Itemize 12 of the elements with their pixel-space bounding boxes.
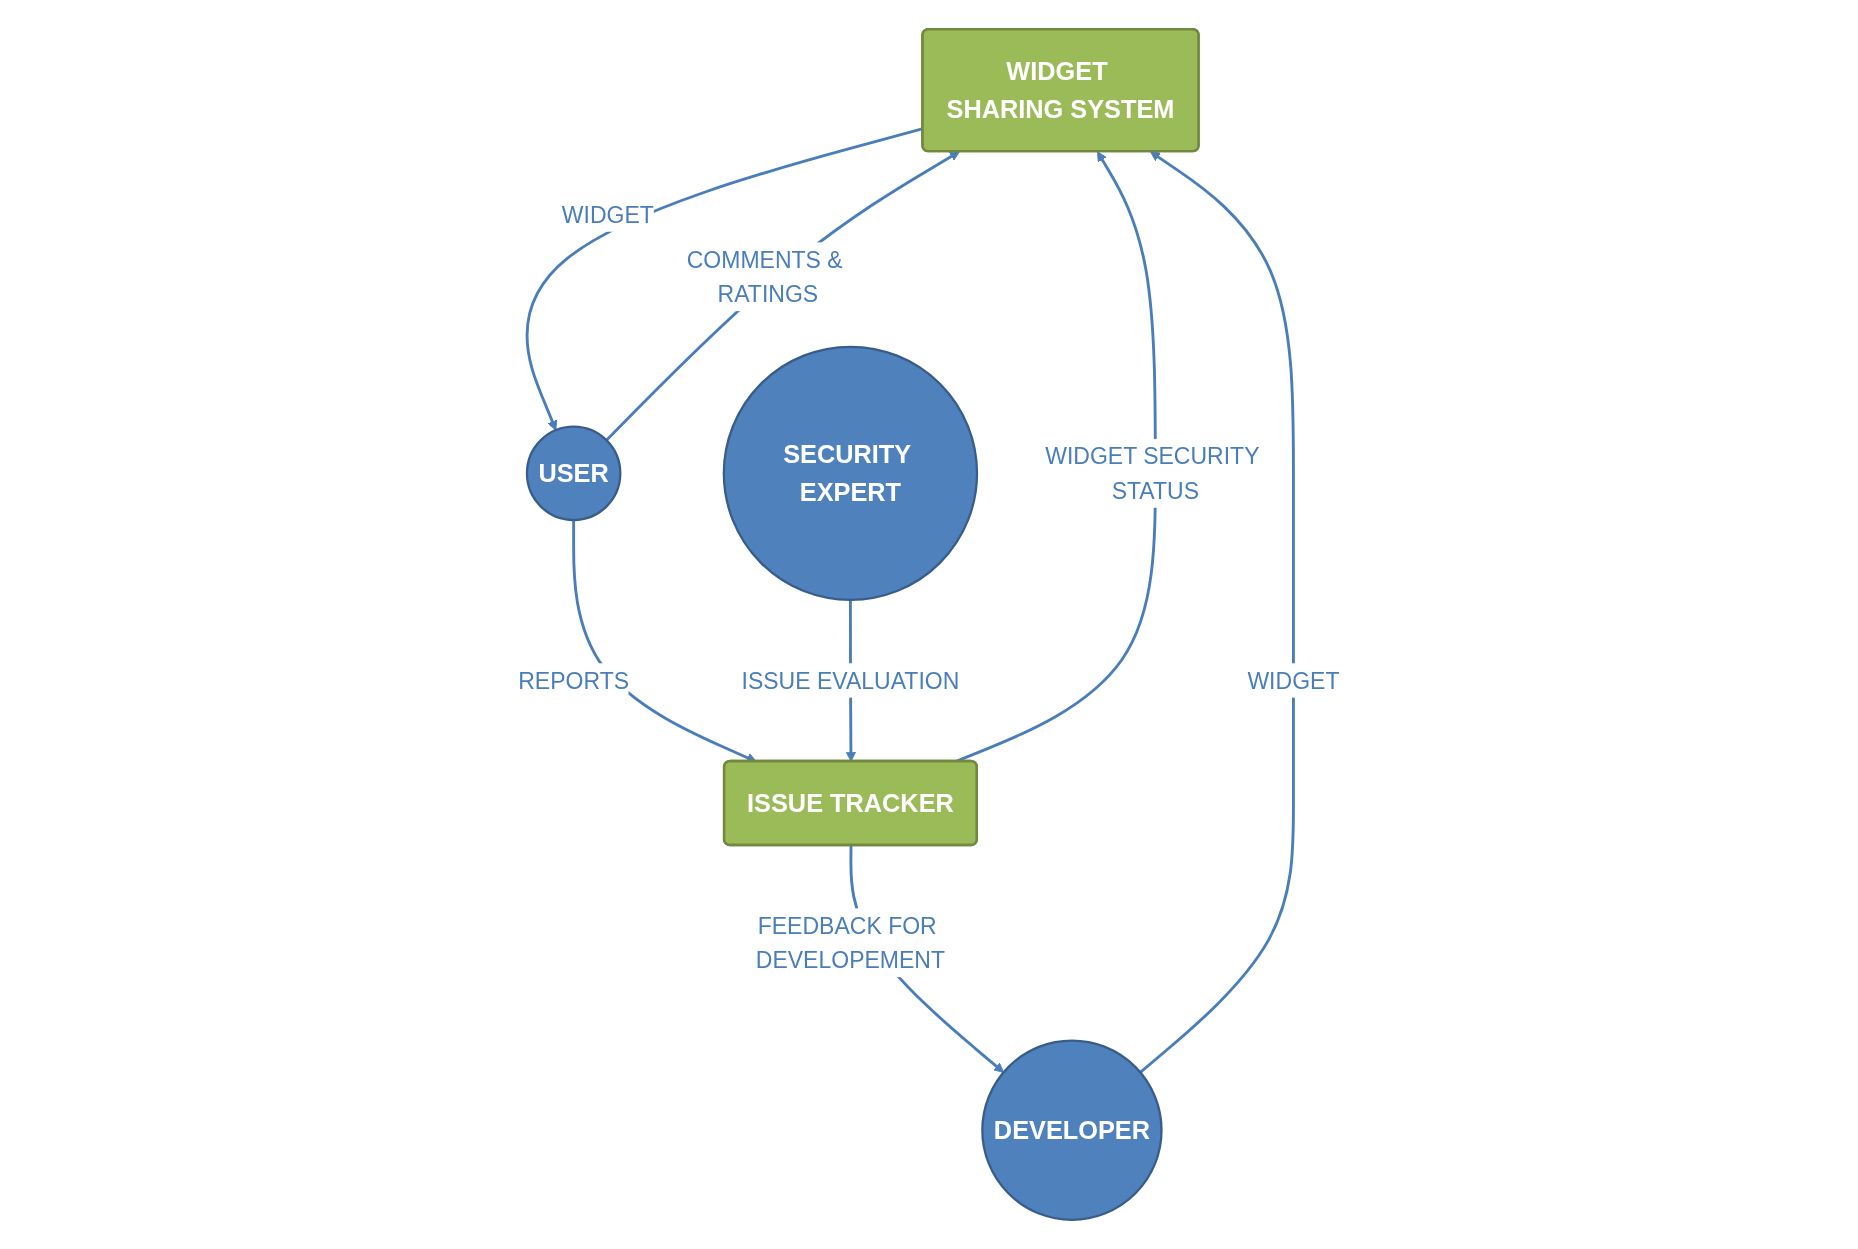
arrow [605, 151, 960, 442]
node-circle: SECURITY EXPERT [722, 345, 979, 602]
edge-label: WIDGET [561, 201, 655, 228]
edge-label: COMMENTS & RATINGS [686, 246, 843, 307]
node-circle: USER [525, 425, 622, 522]
node-circle: DEVELOPER [981, 1039, 1163, 1221]
edge-label: FEEDBACK FOR DEVELOPEMENT [755, 912, 946, 973]
edge-label: REPORTS [518, 667, 630, 694]
edge-label: WIDGET [1247, 667, 1340, 694]
edge-label: WIDGET SECURITY STATUS [1045, 443, 1260, 504]
arrow [1139, 151, 1296, 1074]
edge-label: ISSUE EVALUATION [741, 667, 960, 694]
